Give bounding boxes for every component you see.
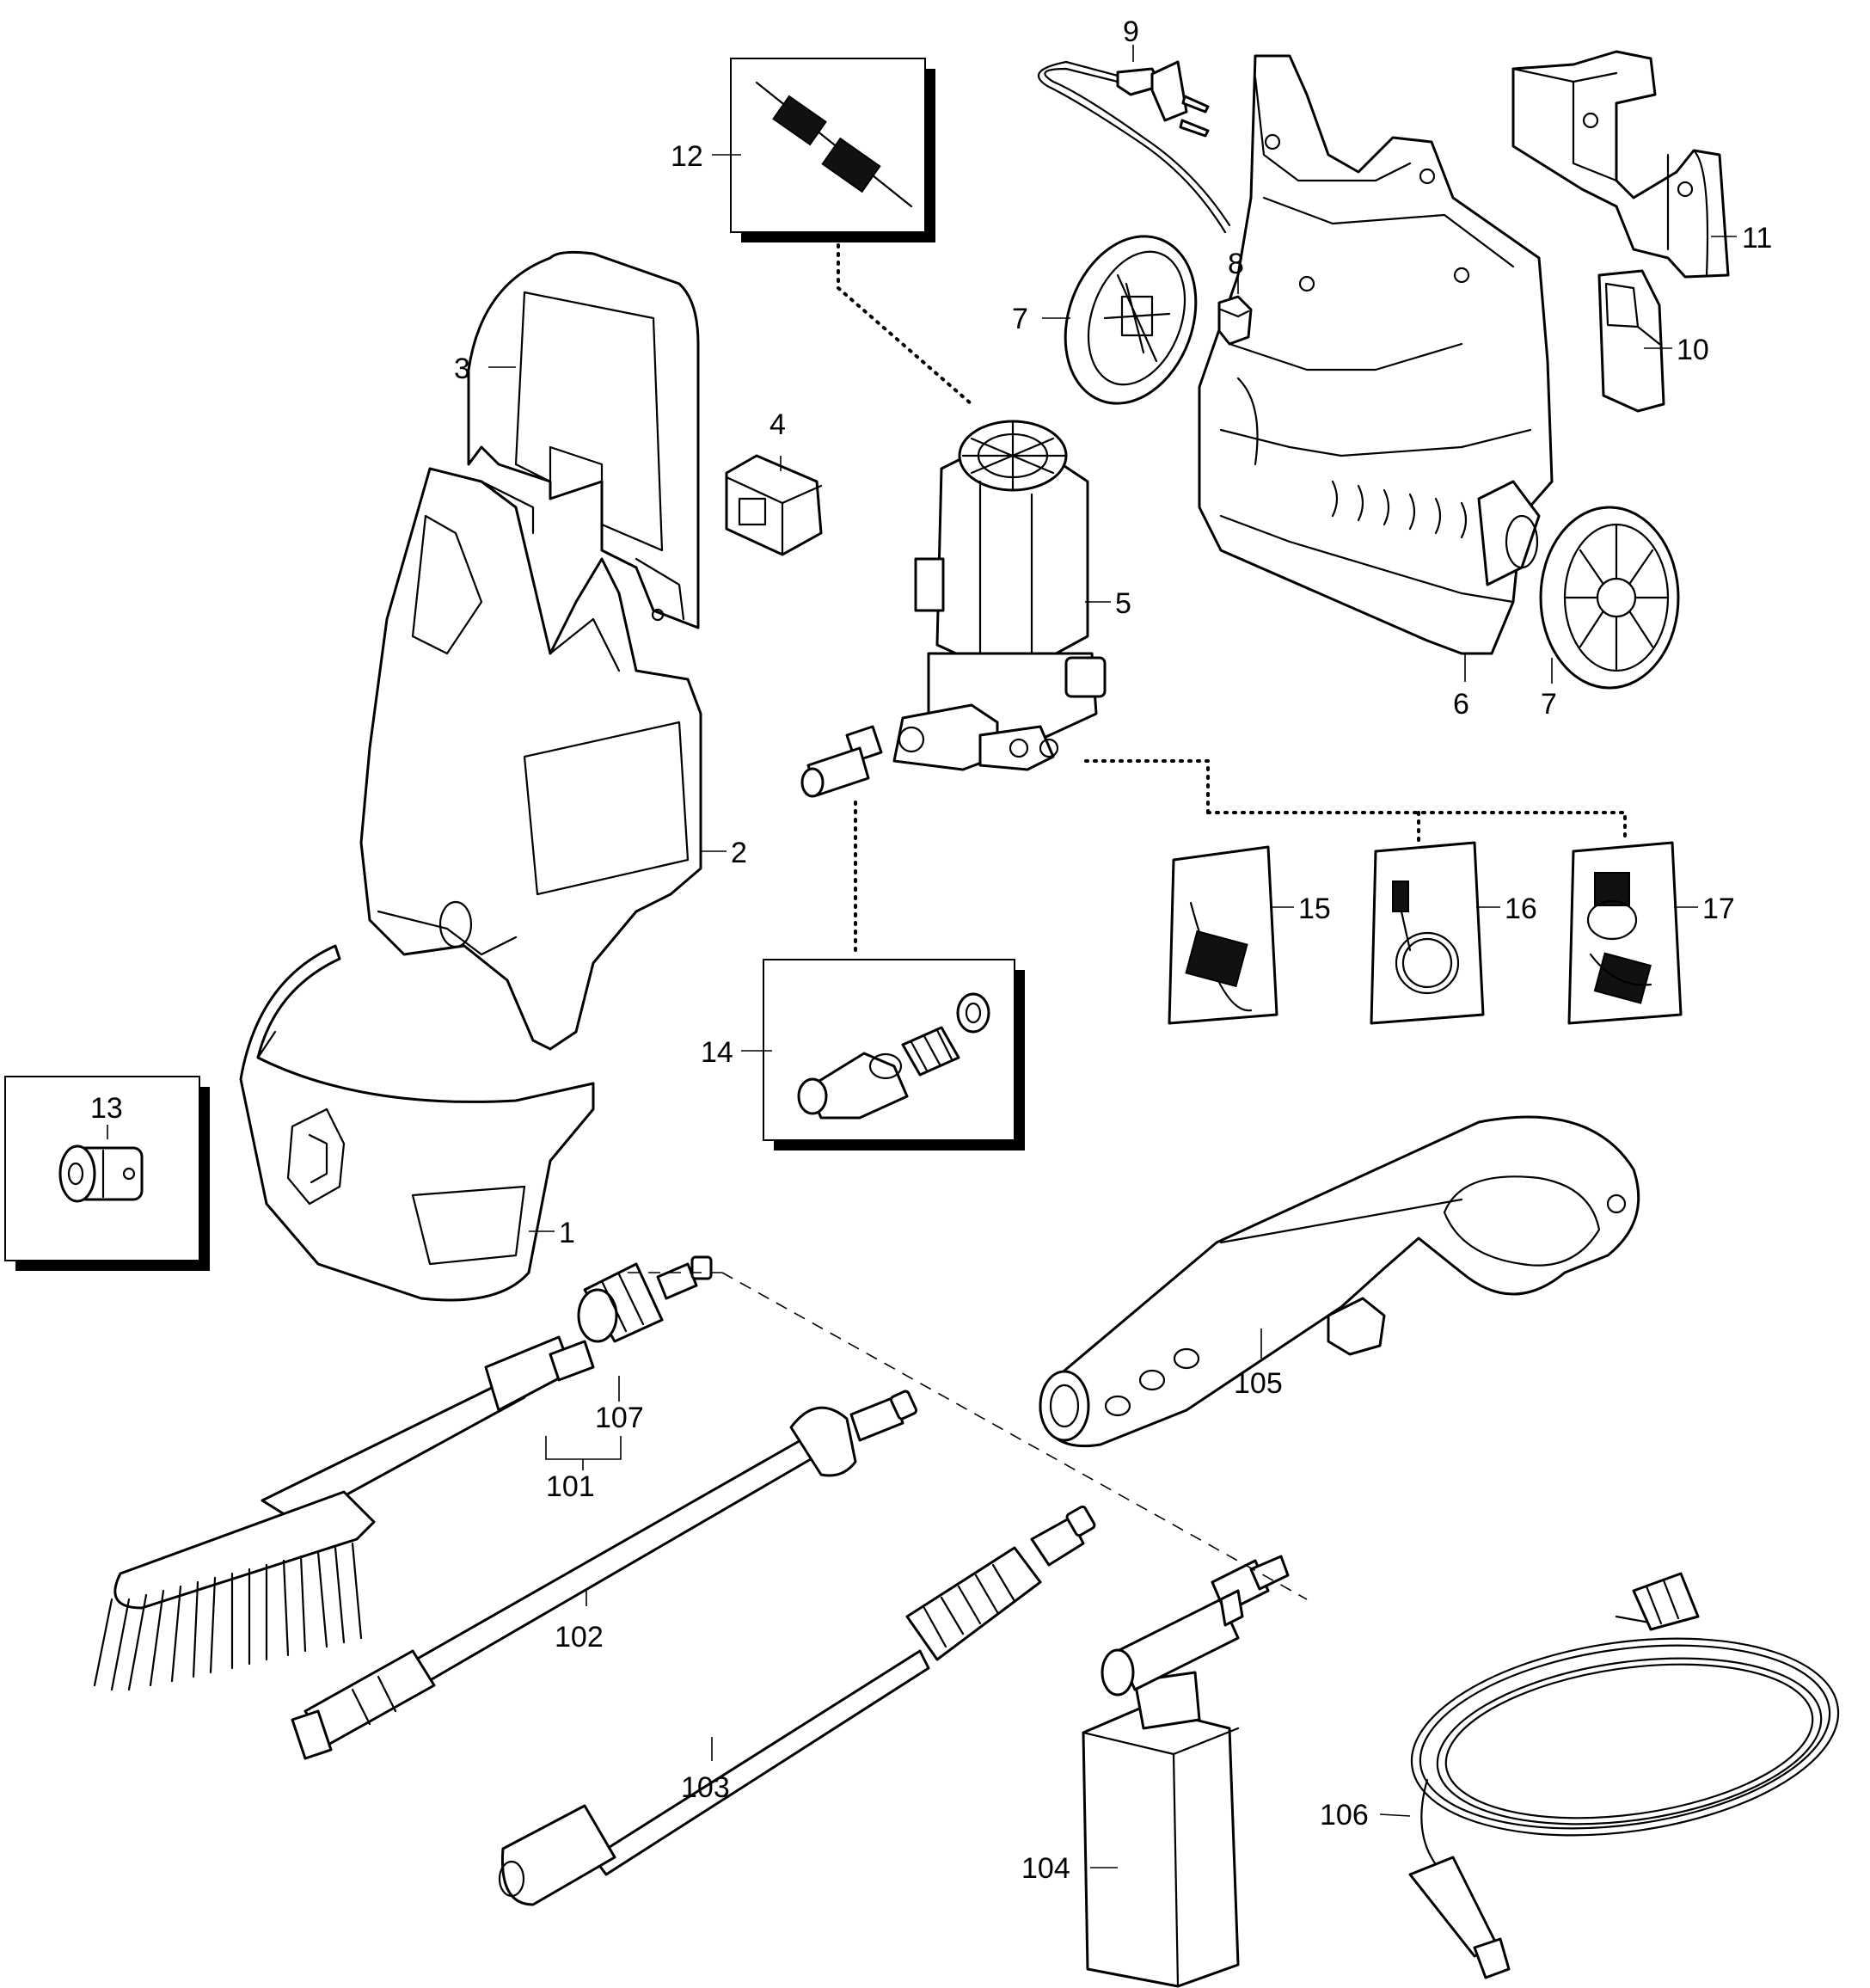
- callout-7-right: 7: [1541, 688, 1557, 721]
- callout-12: 12: [671, 140, 703, 173]
- holder-part: [1511, 50, 1730, 279]
- vario-lance-part: [291, 1390, 918, 1760]
- bag-16-part: [1370, 841, 1485, 1025]
- callout-5: 5: [1115, 587, 1131, 620]
- wheel-right-part: [1539, 506, 1680, 690]
- bumper-part: [239, 944, 595, 1302]
- callout-102: 102: [555, 1621, 604, 1654]
- callout-1: 1: [559, 1217, 575, 1249]
- housing-part: [359, 467, 702, 1051]
- wheel-left-part: [1064, 235, 1198, 405]
- callout-107: 107: [595, 1402, 644, 1434]
- callout-101: 101: [546, 1470, 595, 1503]
- callout-105: 105: [1234, 1367, 1283, 1400]
- callout-16: 16: [1505, 893, 1537, 925]
- brush-part: [93, 1335, 595, 1691]
- handle-part: [467, 250, 700, 629]
- relation-lines: [619, 235, 1627, 1600]
- bag-15-part: [1168, 845, 1278, 1025]
- clip-part: [1217, 295, 1253, 346]
- callout-6: 6: [1453, 688, 1469, 721]
- motor-pump-part: [800, 420, 1107, 798]
- callout-4: 4: [769, 408, 786, 441]
- inset-13-coupling: [4, 1076, 210, 1271]
- switch-part: [725, 454, 823, 556]
- adapter-part: [577, 1255, 713, 1343]
- clip-holder-part: [1597, 269, 1665, 413]
- detergent-bottle-part: [1082, 1555, 1290, 1988]
- hose-part: [1408, 1572, 1840, 1979]
- power-nozzle-part: [498, 1505, 1096, 1906]
- callout-103: 103: [681, 1771, 730, 1804]
- callout-14: 14: [701, 1036, 733, 1069]
- callout-leaders: [107, 45, 1737, 1868]
- callout-9: 9: [1123, 15, 1139, 48]
- callout-11: 11: [1742, 222, 1772, 255]
- callout-15: 15: [1298, 893, 1331, 925]
- inset-14-inlet-kit: [763, 959, 1025, 1150]
- chassis-part: [1198, 54, 1554, 655]
- callout-13: 13: [90, 1092, 123, 1125]
- callout-7-left: 7: [1012, 303, 1028, 335]
- callout-2: 2: [731, 837, 747, 869]
- spray-gun-part: [1039, 1115, 1640, 1448]
- callout-10: 10: [1677, 334, 1709, 366]
- bag-17-part: [1567, 841, 1683, 1025]
- callout-3: 3: [454, 353, 470, 385]
- callout-106: 106: [1320, 1799, 1369, 1832]
- inset-12-carbon-brushes: [730, 58, 935, 242]
- callout-17: 17: [1702, 893, 1735, 925]
- callout-8: 8: [1228, 248, 1244, 280]
- callout-104: 104: [1021, 1852, 1070, 1885]
- power-cord-part: [1037, 60, 1231, 234]
- callout-numbers: 3 2 1 4 5 6 7 7 8 9 10 11 12 13 14 15 16…: [90, 15, 1772, 1885]
